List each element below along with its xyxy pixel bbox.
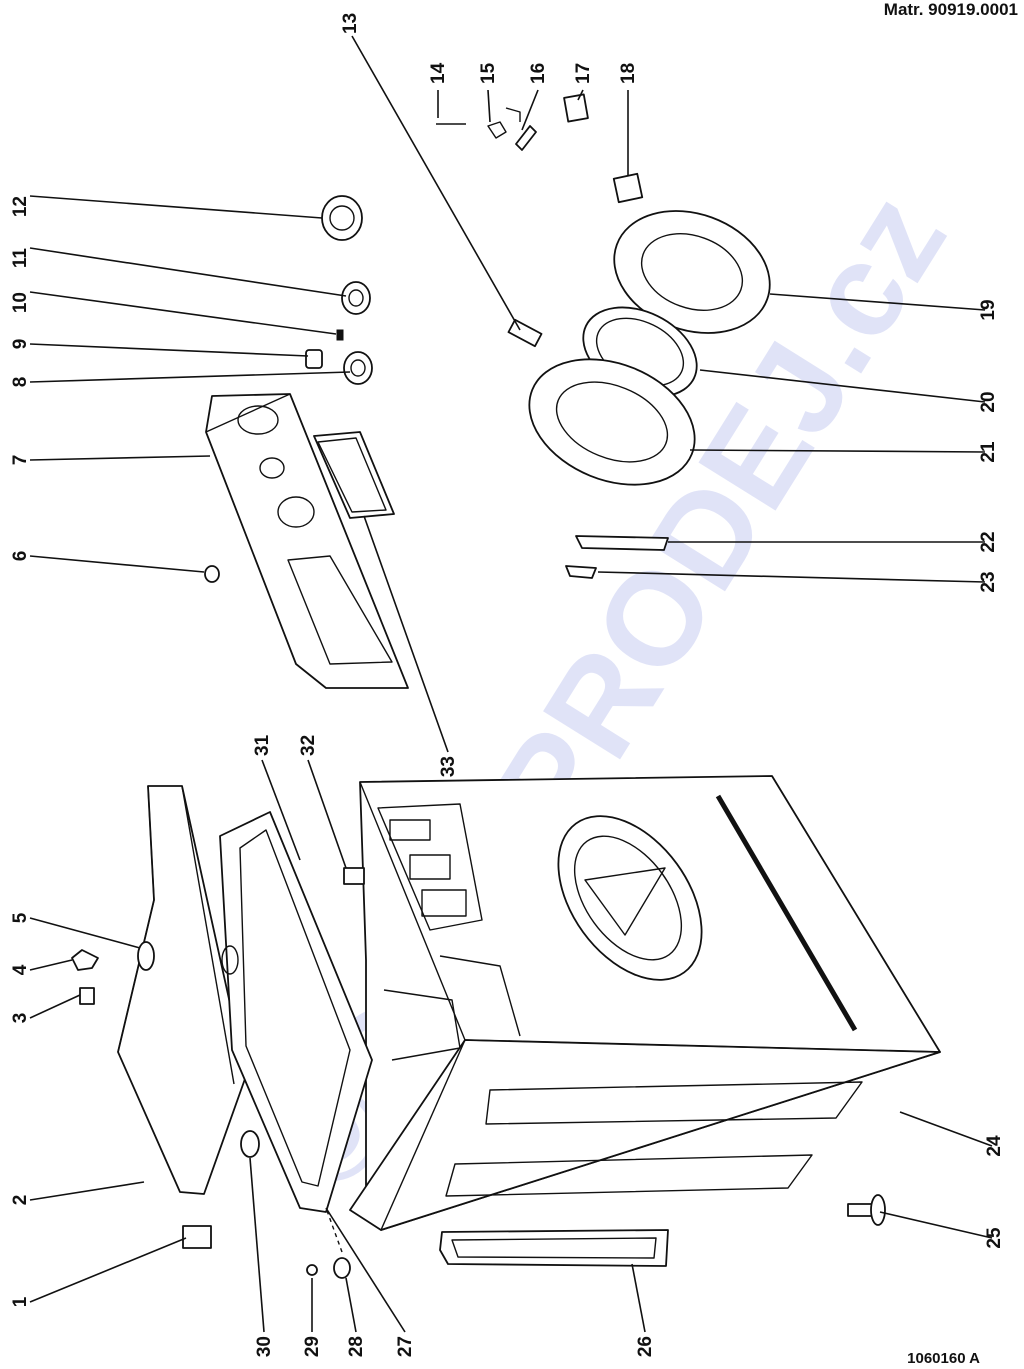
- hinge-fitting-parts: [240, 1130, 351, 1279]
- callout-3: 3: [10, 1013, 31, 1024]
- callout-30: 30: [254, 1336, 275, 1357]
- callout-33: 33: [438, 756, 459, 777]
- callout-22: 22: [978, 531, 999, 552]
- small-block-part: [182, 1225, 212, 1249]
- callout-29: 29: [302, 1336, 323, 1357]
- door-hardware-parts: [436, 93, 644, 204]
- callout-7: 7: [10, 455, 31, 466]
- base-frame: [439, 1229, 669, 1267]
- door-assembly: [528, 210, 771, 486]
- knob-part: [204, 565, 220, 583]
- callout-20: 20: [978, 391, 999, 412]
- control-panel: [205, 393, 409, 689]
- callout-25: 25: [984, 1227, 1005, 1249]
- callout-19: 19: [978, 299, 999, 320]
- callout-1: 1: [10, 1296, 31, 1307]
- lock-part: [507, 318, 543, 348]
- callout-2: 2: [10, 1195, 31, 1206]
- callout-12: 12: [10, 196, 31, 217]
- callout-14: 14: [428, 62, 449, 84]
- callout-4: 4: [10, 964, 31, 975]
- hinge-parts: [565, 535, 669, 579]
- callout-10: 10: [10, 292, 31, 313]
- callout-5: 5: [10, 912, 31, 923]
- callout-16: 16: [528, 63, 549, 84]
- callout-6: 6: [10, 551, 31, 562]
- rear-frame: [219, 811, 373, 1213]
- callout-17: 17: [573, 63, 594, 84]
- callout-labels: 1 2 3 4 5 6 7 8 9 10 11 12 13 14 15 16 1…: [10, 13, 1005, 1357]
- callout-13: 13: [340, 13, 361, 34]
- latch-part: [343, 867, 365, 885]
- control-knobs: [305, 195, 373, 385]
- callout-18: 18: [618, 63, 639, 84]
- display-module: [313, 431, 395, 519]
- callout-27: 27: [395, 1336, 416, 1357]
- callout-21: 21: [978, 441, 999, 463]
- callout-32: 32: [298, 735, 319, 756]
- callout-8: 8: [10, 377, 31, 388]
- callout-31: 31: [252, 734, 273, 756]
- foot-part: [847, 1194, 886, 1226]
- callout-9: 9: [10, 339, 31, 350]
- small-fitting-parts: [71, 941, 155, 1005]
- leader-lines: [29, 35, 993, 1333]
- callout-24: 24: [984, 1135, 1005, 1157]
- cabinet-body: [349, 775, 941, 1231]
- callout-28: 28: [346, 1336, 367, 1357]
- material-number: Matr. 90919.0001: [883, 0, 1018, 19]
- drawing-number: 1060160 A: [907, 1350, 980, 1367]
- callout-23: 23: [978, 571, 999, 592]
- callout-11: 11: [10, 248, 31, 269]
- top-cover: [117, 785, 247, 1195]
- callout-26: 26: [635, 1336, 656, 1357]
- callout-15: 15: [478, 62, 499, 84]
